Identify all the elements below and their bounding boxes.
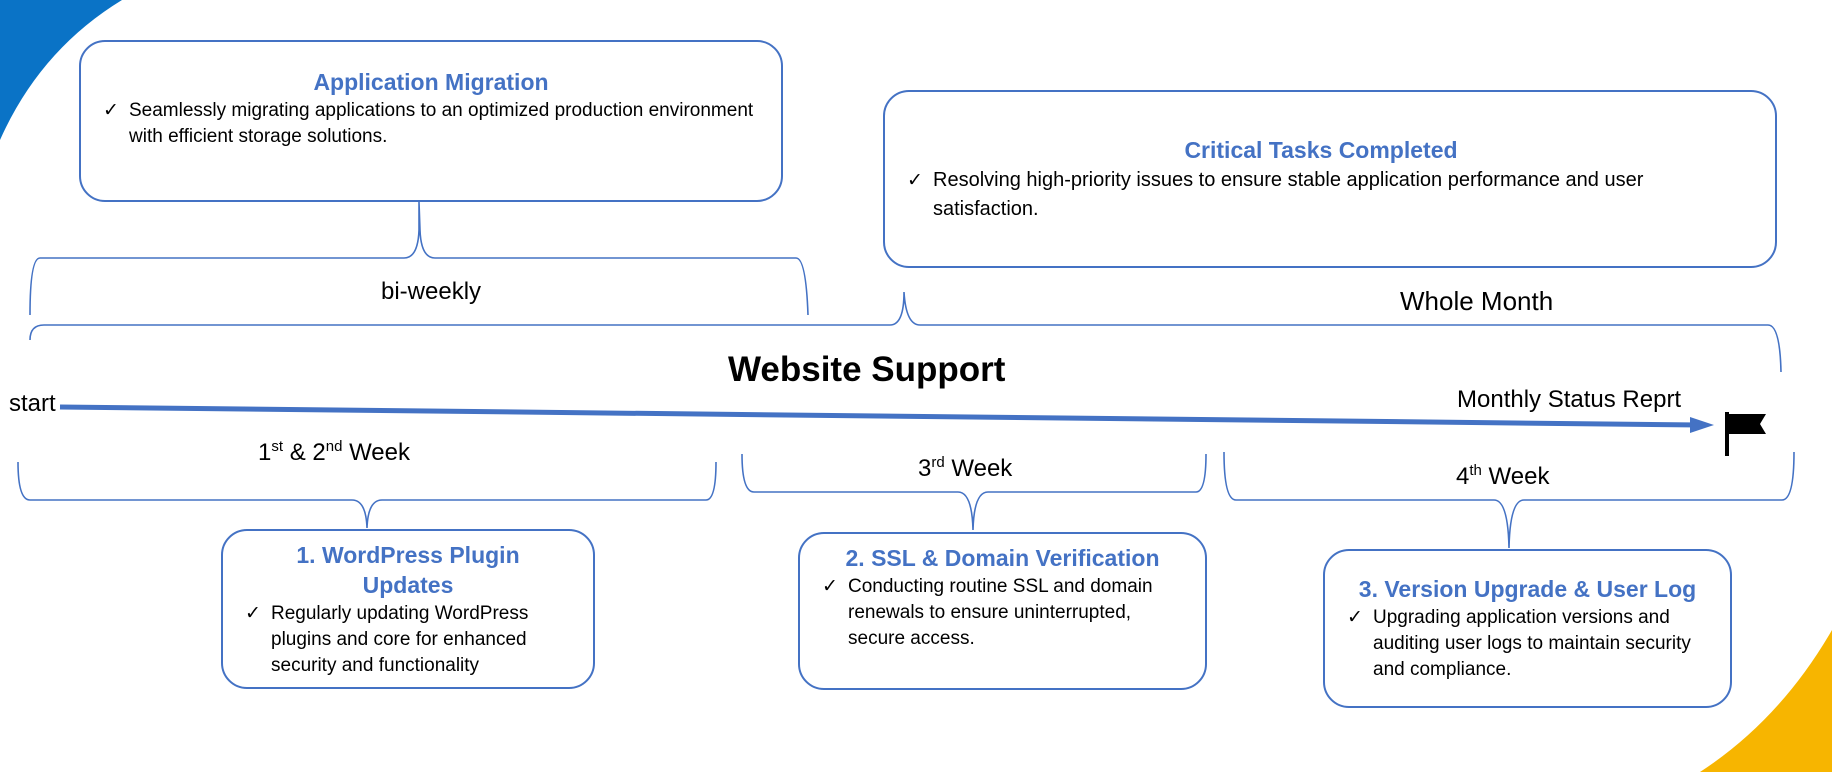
box-title: 1. WordPress Plugin Updates — [296, 542, 520, 598]
item-text: Conducting routine SSL and domain renewa… — [848, 575, 1153, 649]
timeline-end-label: Monthly Status Reprt — [1457, 386, 1682, 413]
biweekly-brace — [29, 201, 809, 316]
box-title: Critical Tasks Completed — [1184, 137, 1458, 163]
week-label-4: 4th Week — [1456, 462, 1550, 490]
corner-blue-decoration — [0, 0, 122, 140]
check-icon: ✓ — [245, 602, 261, 624]
critical-tasks-box: Critical Tasks Completed ✓ Resolving hig… — [883, 90, 1777, 268]
check-item: ✓ Seamlessly migrating applications to a… — [103, 98, 759, 150]
week12-brace — [17, 461, 717, 529]
corner-yellow-decoration — [1700, 630, 1832, 772]
check-icon: ✓ — [1347, 606, 1363, 628]
box-title: Application Migration — [313, 69, 549, 95]
flag-icon — [1725, 412, 1766, 456]
item-text: Regularly updating WordPress plugins and… — [271, 602, 529, 676]
week-label-3: 3rd Week — [918, 454, 1013, 482]
check-item: ✓ Upgrading application versions and aud… — [1347, 605, 1708, 683]
app-migration-box: Application Migration ✓ Seamlessly migra… — [79, 40, 783, 202]
website-support-brace — [29, 291, 1782, 373]
item-text: Seamlessly migrating applications to an … — [129, 99, 754, 147]
check-icon: ✓ — [822, 575, 838, 597]
wordpress-box: 1. WordPress Plugin Updates ✓ Regularly … — [221, 529, 595, 689]
version-box: 3. Version Upgrade & User Log ✓ Upgradin… — [1323, 549, 1732, 708]
check-item: ✓ Resolving high-priority issues to ensu… — [907, 166, 1735, 224]
check-icon: ✓ — [103, 99, 119, 121]
timeline-arrowhead — [1690, 417, 1714, 433]
week3-brace — [741, 453, 1207, 531]
week-label-1-2: 1st & 2nd Week — [258, 438, 411, 466]
timeline-line — [59, 404, 1701, 428]
box-title: 2. SSL & Domain Verification — [845, 545, 1160, 571]
check-item: ✓ Conducting routine SSL and domain rene… — [822, 574, 1183, 652]
page-title: Website Support — [728, 350, 1006, 389]
whole-month-label: Whole Month — [1400, 286, 1554, 316]
box-title: 3. Version Upgrade & User Log — [1358, 576, 1697, 602]
ssl-box: 2. SSL & Domain Verification ✓ Conductin… — [798, 532, 1207, 690]
check-icon: ✓ — [907, 169, 923, 191]
timeline-start-label: start — [9, 390, 56, 417]
check-item: ✓ Regularly updating WordPress plugins a… — [245, 601, 571, 679]
biweekly-label: bi-weekly — [381, 278, 482, 305]
item-text: Upgrading application versions and audit… — [1373, 606, 1691, 680]
item-text: Resolving high-priority issues to ensure… — [933, 168, 1644, 220]
week4-brace — [1223, 451, 1795, 549]
